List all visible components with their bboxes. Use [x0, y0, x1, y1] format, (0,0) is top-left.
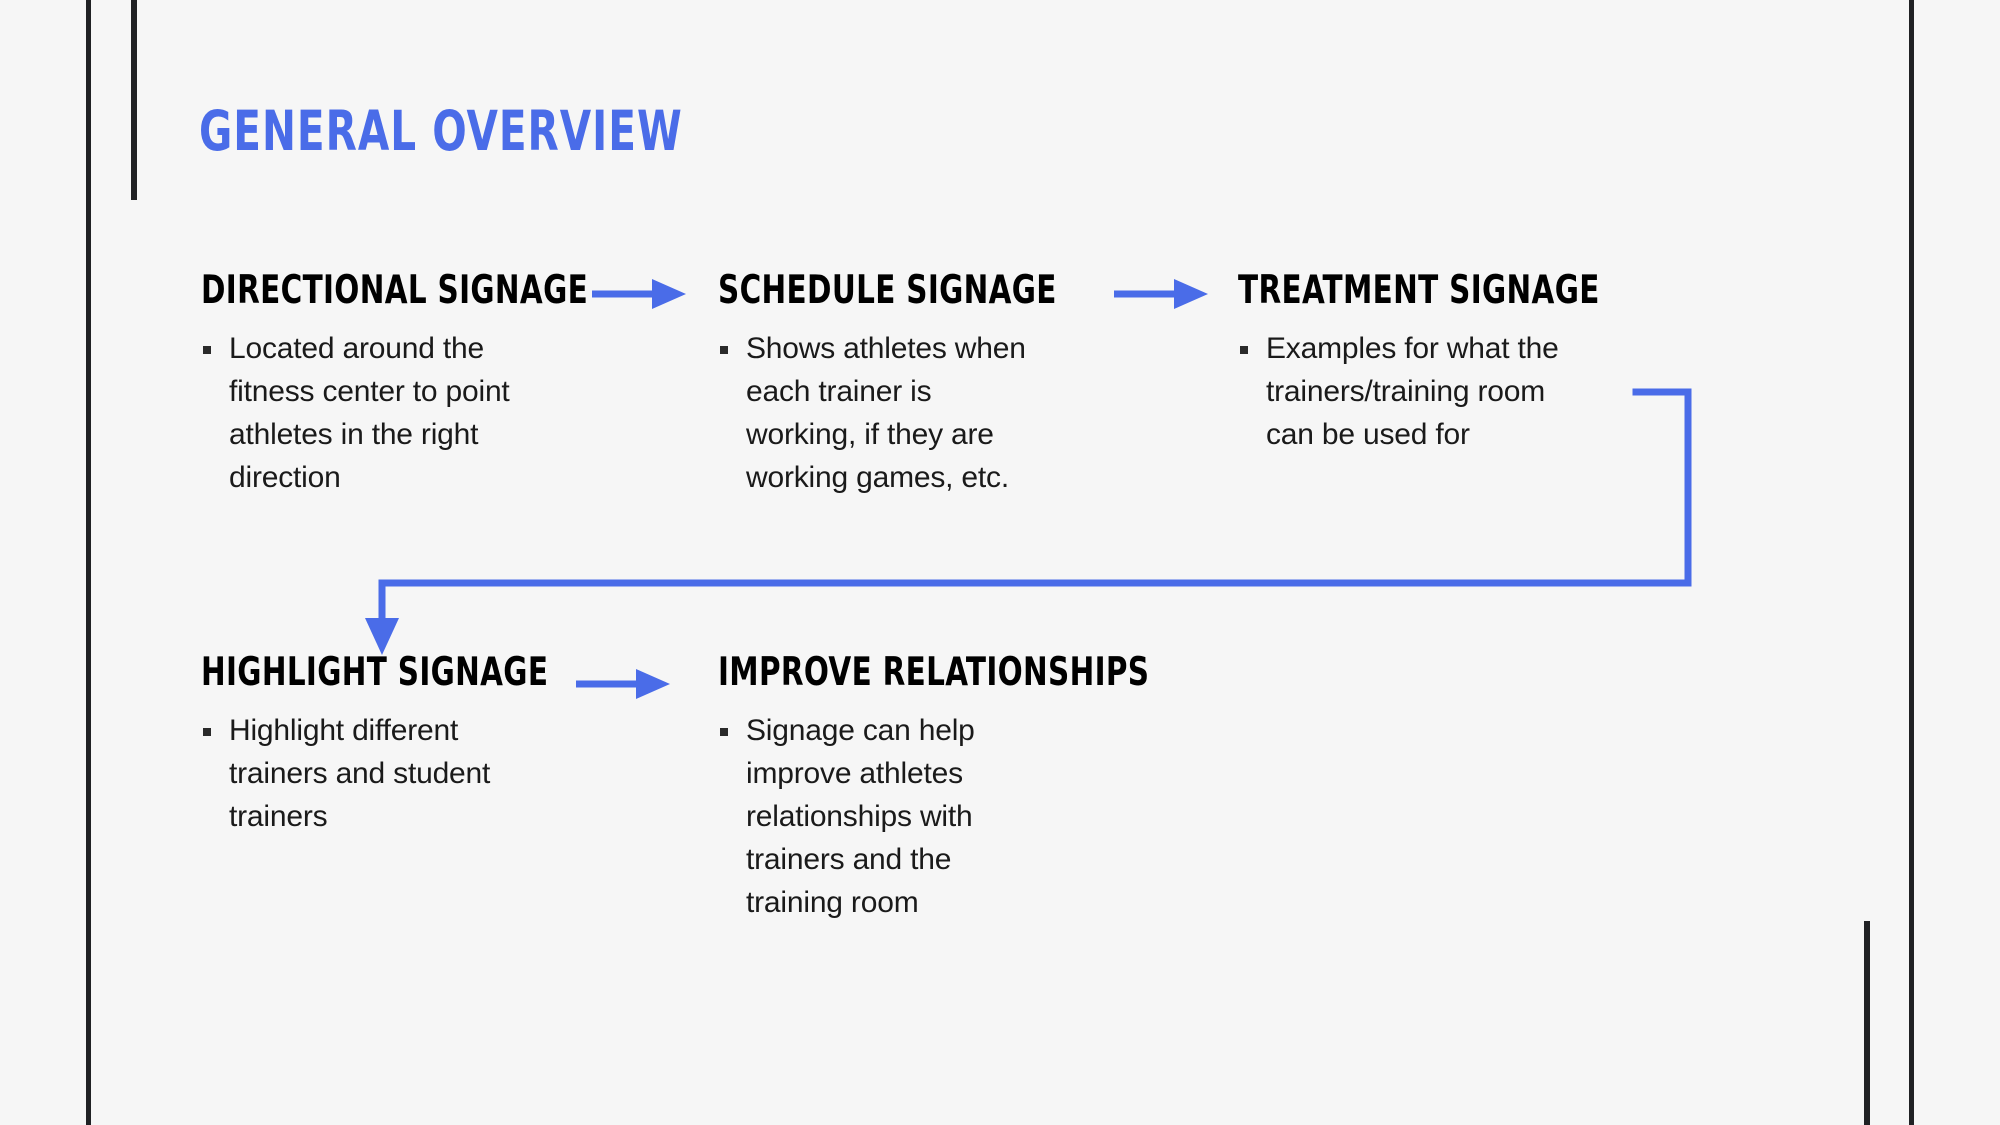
square-bullet-icon	[203, 346, 211, 354]
block-directional-signage: DIRECTIONAL SIGNAGE Located around the f…	[201, 268, 589, 499]
block-treatment-signage: TREATMENT SIGNAGE Examples for what the …	[1238, 268, 1600, 456]
block-heading-directional-signage: DIRECTIONAL SIGNAGE	[201, 268, 589, 313]
list-item: Examples for what the trainers/training …	[1238, 327, 1598, 456]
list-item-text: Shows athletes when each trainer is work…	[746, 332, 1026, 494]
bullet-list-schedule-signage: Shows athletes when each trainer is work…	[718, 327, 1048, 499]
page-title: GENERAL OVERVIEW	[199, 98, 683, 163]
arrow-highlight-to-improve-icon	[576, 669, 670, 699]
list-item-text: Highlight different trainers and student…	[229, 714, 491, 833]
arrow-directional-to-schedule-icon	[592, 279, 686, 309]
block-heading-highlight-signage: HIGHLIGHT SIGNAGE	[201, 650, 549, 695]
arrow-schedule-to-treatment-icon	[1114, 279, 1208, 309]
list-item: Highlight different trainers and student…	[201, 709, 531, 838]
bullet-list-highlight-signage: Highlight different trainers and student…	[201, 709, 531, 838]
block-heading-schedule-signage: SCHEDULE SIGNAGE	[718, 268, 1057, 313]
list-item-text: Examples for what the trainers/training …	[1266, 332, 1559, 451]
list-item-text: Signage can help improve athletes relati…	[746, 714, 975, 919]
square-bullet-icon	[1240, 346, 1248, 354]
block-improve-relationships: IMPROVE RELATIONSHIPS Signage can help i…	[718, 650, 1150, 924]
list-item: Signage can help improve athletes relati…	[718, 709, 1048, 924]
list-item-text: Located around the fitness center to poi…	[229, 332, 510, 494]
bullet-list-treatment-signage: Examples for what the trainers/training …	[1238, 327, 1598, 456]
list-item: Located around the fitness center to poi…	[201, 327, 531, 499]
bullet-list-directional-signage: Located around the fitness center to poi…	[201, 327, 531, 499]
right-inner-rule	[1864, 921, 1870, 1125]
right-outer-rule	[1909, 0, 1914, 1125]
block-heading-treatment-signage: TREATMENT SIGNAGE	[1238, 268, 1600, 313]
square-bullet-icon	[720, 728, 728, 736]
bullet-list-improve-relationships: Signage can help improve athletes relati…	[718, 709, 1048, 924]
block-heading-improve-relationships: IMPROVE RELATIONSHIPS	[718, 650, 1150, 695]
square-bullet-icon	[720, 346, 728, 354]
block-highlight-signage: HIGHLIGHT SIGNAGE Highlight different tr…	[201, 650, 549, 838]
square-bullet-icon	[203, 728, 211, 736]
left-outer-rule	[86, 0, 91, 1125]
list-item: Shows athletes when each trainer is work…	[718, 327, 1048, 499]
block-schedule-signage: SCHEDULE SIGNAGE Shows athletes when eac…	[718, 268, 1057, 499]
left-inner-rule	[131, 0, 137, 200]
